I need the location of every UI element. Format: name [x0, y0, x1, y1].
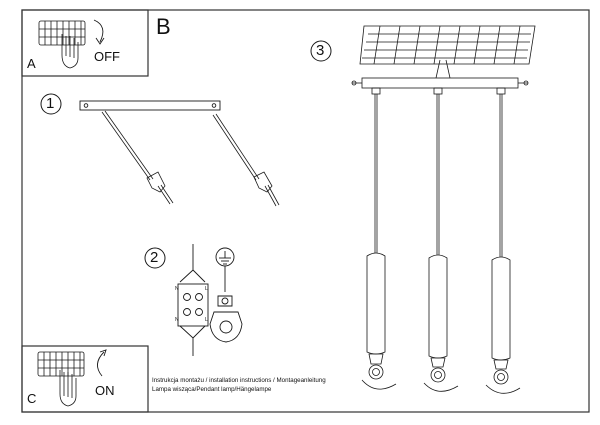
panel-b-letter: B — [156, 14, 171, 39]
curved-arrow-icon — [93, 19, 105, 45]
caption-line-1: Instrukcja montażu / installation instru… — [152, 377, 326, 384]
canopy — [351, 25, 536, 89]
step-3-number: 3 — [316, 42, 325, 59]
ground-symbol-icon — [215, 247, 235, 292]
wire-left — [101, 110, 174, 205]
caption-line-2: Lampa wisząca/Pendant lamp/Hängelampe — [152, 386, 272, 393]
pendant-2 — [428, 87, 448, 368]
terminal-n-bottom: N — [175, 317, 179, 323]
hand-icon — [59, 370, 77, 407]
step-1-circle — [40, 93, 62, 115]
step-2-circle — [144, 247, 166, 269]
bulb-icon — [485, 369, 521, 394]
wire-right — [212, 113, 280, 207]
terminal-n-top: N — [175, 286, 179, 292]
ground-connector — [209, 295, 243, 343]
pendant-3 — [491, 87, 511, 370]
hand-icon — [61, 34, 79, 69]
panel-c-state: ON — [95, 383, 115, 398]
bulb-icon — [423, 367, 459, 392]
terminal-l-top: L — [205, 286, 208, 292]
step-3-circle — [310, 40, 332, 62]
pendant-1 — [366, 87, 386, 365]
terminal-block — [177, 244, 209, 356]
panel-a-state: OFF — [94, 49, 120, 64]
step-1-number: 1 — [46, 95, 55, 112]
bulb-icon — [361, 364, 397, 390]
panel-a-frame — [21, 9, 149, 77]
curved-arrow-icon — [97, 349, 107, 377]
sheet-frame — [21, 9, 590, 413]
panel-a-letter: A — [27, 56, 36, 71]
panel-c-frame — [21, 345, 149, 413]
light-switch-icon — [37, 351, 85, 377]
panel-c-letter: C — [27, 391, 37, 406]
mounting-bar — [79, 100, 221, 111]
terminal-l-bottom: L — [205, 317, 208, 323]
step-2-number: 2 — [150, 249, 159, 266]
